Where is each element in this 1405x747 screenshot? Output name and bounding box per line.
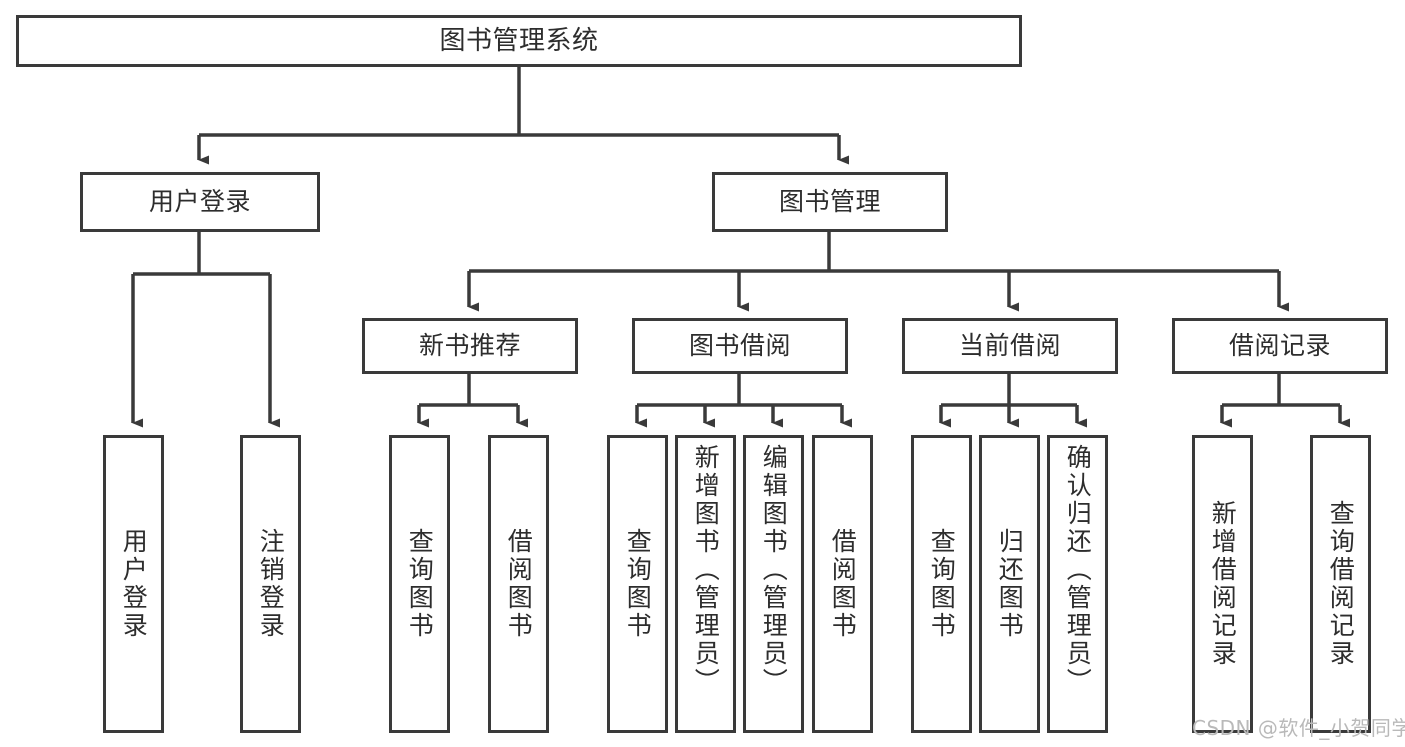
node-label: 查询图书 [623,528,653,640]
node-root-book-management-system[interactable]: 图书管理系统 [16,15,1022,67]
node-label: 图书管理 [778,187,881,217]
node-label: 借阅记录 [1228,331,1331,361]
node-new-book-recommendation[interactable]: 新书推荐 [362,318,578,374]
node-label: 用户登录 [119,528,149,640]
node-leaf-add-borrow-record[interactable]: 新增借阅记录 [1192,435,1253,733]
node-leaf-borrow-book-new-rec[interactable]: 借阅图书 [488,435,549,733]
node-leaf-query-book-new-rec[interactable]: 查询图书 [389,435,450,733]
node-current-borrowing[interactable]: 当前借阅 [902,318,1118,374]
node-label: 编辑图书（管理员） [759,444,789,696]
node-leaf-return-book[interactable]: 归还图书 [979,435,1040,733]
node-label: 查询图书 [405,528,435,640]
node-label: 查询借阅记录 [1326,500,1356,668]
node-leaf-add-book-admin[interactable]: 新增图书（管理员） [675,435,736,733]
node-label: 图书管理系统 [439,25,599,56]
node-leaf-query-book-current[interactable]: 查询图书 [911,435,972,733]
node-leaf-query-book-borrow[interactable]: 查询图书 [607,435,668,733]
node-leaf-logout[interactable]: 注销登录 [240,435,301,733]
node-label: 新书推荐 [418,331,521,361]
watermark-text: CSDN @软件_小贺同学 [1192,716,1405,740]
node-label: 借阅图书 [504,528,534,640]
node-leaf-edit-book-admin[interactable]: 编辑图书（管理员） [743,435,804,733]
node-label: 新增借阅记录 [1208,500,1238,668]
node-leaf-query-borrow-record[interactable]: 查询借阅记录 [1310,435,1371,733]
node-label: 当前借阅 [958,331,1061,361]
node-leaf-user-login[interactable]: 用户登录 [103,435,164,733]
node-leaf-confirm-return-admin[interactable]: 确认归还（管理员） [1047,435,1108,733]
node-label: 查询图书 [927,528,957,640]
node-user-login[interactable]: 用户登录 [80,172,320,232]
node-leaf-borrow-book[interactable]: 借阅图书 [812,435,873,733]
node-label: 新增图书（管理员） [691,444,721,696]
node-book-management[interactable]: 图书管理 [712,172,948,232]
node-label: 图书借阅 [688,331,791,361]
node-label: 注销登录 [256,528,286,640]
node-label: 归还图书 [995,528,1025,640]
node-label: 确认归还（管理员） [1063,444,1093,696]
node-label: 用户登录 [148,187,251,217]
node-label: 借阅图书 [828,528,858,640]
node-book-borrowing[interactable]: 图书借阅 [632,318,848,374]
node-borrowing-record[interactable]: 借阅记录 [1172,318,1388,374]
